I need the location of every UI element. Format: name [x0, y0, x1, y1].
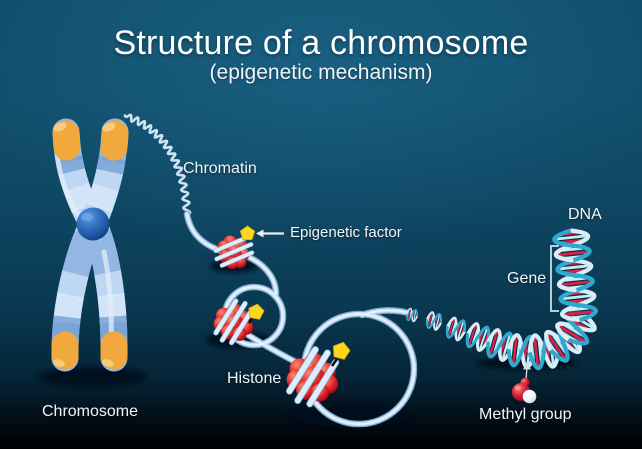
methyl-arrowhead [523, 361, 531, 370]
chromosome-shadow [39, 367, 147, 387]
methyl-group-graphic [512, 361, 537, 404]
epigenetic-factor-icon-1 [239, 225, 256, 241]
histone-label: Histone [227, 370, 282, 387]
chromosome-graphic [51, 118, 129, 372]
gene-bracket [550, 245, 559, 312]
centromere [76, 207, 110, 241]
dna-label: DNA [568, 206, 602, 223]
page-title: Structure of a chromosome [113, 24, 529, 62]
chromatin-squiggle [123, 113, 192, 217]
epigenetic-factor-arrow [256, 229, 284, 238]
epigenetic-factor-markers [239, 225, 353, 367]
dna-helix-graphic [404, 229, 598, 369]
epigenetic-factor-icon-3 [330, 339, 353, 361]
epigenetic-factor-label: Epigenetic factor [290, 224, 402, 241]
chromatin-label: Chromatin [183, 160, 257, 177]
histone-graphic-3 [282, 341, 343, 412]
telomere-tips [51, 120, 129, 370]
chromosome-label: Chromosome [42, 403, 139, 420]
gene-label: Gene [507, 270, 547, 287]
page-subtitle: (epigenetic mechanism) [209, 61, 433, 84]
epigenetic-factor-icon-2 [246, 302, 266, 321]
methyl-group-label: Methyl group [479, 406, 572, 423]
